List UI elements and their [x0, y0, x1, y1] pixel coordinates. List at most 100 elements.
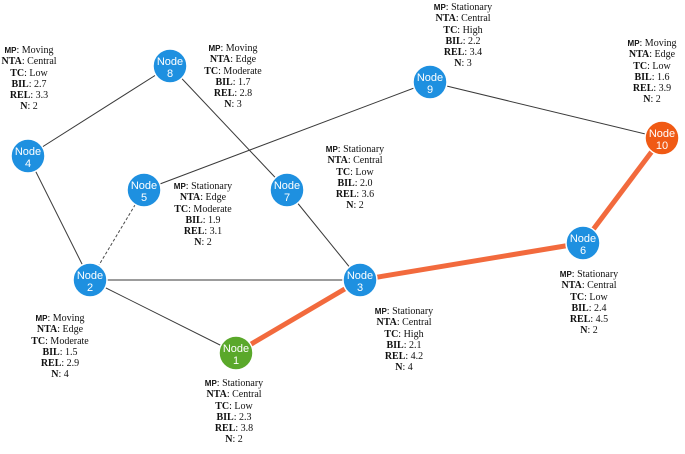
info-row-rel: REL: 3.6: [335, 189, 375, 201]
info-row-mp: MP: Stationary: [559, 269, 619, 280]
info-row-n: N: 2: [20, 101, 38, 113]
node-label-word: Node: [347, 270, 373, 282]
info-row-n: N: 2: [194, 237, 212, 249]
info-row-tc: TC: Low: [570, 291, 608, 303]
info-row-n: N: 3: [224, 99, 242, 111]
node-circle: [218, 335, 254, 371]
info-row-n: N: 2: [580, 325, 598, 337]
node-label-word: Node: [77, 270, 103, 282]
info-row-tc: TC: Low: [215, 400, 253, 412]
edge-8-7: [169, 65, 288, 191]
info-row-bil: BIL: 1.6: [634, 71, 670, 83]
node-label-word: Node: [570, 233, 596, 245]
node-label-number: 7: [284, 192, 290, 204]
info-row-nta: NTA: Central: [1, 56, 57, 68]
info-row-rel: REL: 3.3: [9, 90, 49, 102]
info-row-nta: NTA: Central: [561, 280, 617, 292]
info-row-tc: TC: Low: [633, 60, 671, 72]
info-row-nta: NTA: Edge: [628, 49, 676, 61]
info-row-rel: REL: 3.1: [183, 226, 223, 238]
node-label-number: 3: [357, 282, 363, 294]
node-label-number: 5: [141, 192, 147, 204]
info-row-n: N: 2: [225, 434, 243, 446]
node-label-number: 4: [25, 158, 31, 170]
info-row-nta: NTA: Edge: [36, 324, 84, 336]
info-row-rel: REL: 3.8: [214, 423, 254, 435]
edge-5-9: [143, 81, 431, 191]
node-label-word: Node: [417, 72, 443, 84]
info-row-nta: NTA: Central: [327, 155, 383, 167]
node-circle: [126, 172, 162, 208]
node-circle: [269, 172, 305, 208]
info-row-tc: TC: Moderate: [31, 335, 89, 347]
info-row-nta: NTA: Central: [435, 13, 491, 25]
info-row-bil: BIL: 1.5: [42, 346, 78, 358]
info-row-mp: MP: Moving: [35, 313, 85, 324]
info-row-nta: NTA: Edge: [179, 192, 227, 204]
info-row-bil: BIL: 2.4: [571, 302, 607, 314]
info-row-rel: REL: 2.8: [213, 88, 253, 100]
nodes-layer: Node1Node2Node3Node4Node5Node6Node7Node8…: [10, 48, 680, 371]
node-label-number: 2: [87, 282, 93, 294]
node-label-word: Node: [131, 180, 157, 192]
info-row-mp: MP: Moving: [208, 43, 258, 54]
info-row-nta: NTA: Edge: [209, 54, 257, 66]
node-label-word: Node: [223, 343, 249, 355]
edge-1-2: [89, 279, 237, 354]
node-circle: [565, 225, 601, 261]
info-row-bil: BIL: 2.1: [386, 339, 422, 351]
info-row-rel: REL: 4.5: [569, 314, 609, 326]
node-circle: [644, 120, 680, 156]
info-row-n: N: 4: [395, 362, 413, 374]
node-circle: [412, 64, 448, 100]
info-row-tc: TC: High: [443, 24, 483, 36]
info-row-bil: BIL: 1.7: [215, 76, 251, 88]
info-row-n: N: 2: [346, 200, 364, 212]
info-row-rel: REL: 3.4: [443, 47, 483, 59]
info-row-mp: MP: Moving: [4, 45, 54, 56]
edge-6-10: [580, 135, 665, 246]
edge-1-3: [233, 277, 363, 356]
info-row-nta: NTA: Central: [376, 317, 432, 329]
info-row-tc: TC: Low: [10, 67, 48, 79]
edge-3-6: [357, 240, 586, 283]
info-row-tc: TC: Moderate: [174, 203, 232, 215]
info-row-n: N: 3: [454, 58, 472, 70]
info-row-n: N: 2: [643, 94, 661, 106]
node-label-number: 8: [167, 68, 173, 80]
node-label-word: Node: [274, 180, 300, 192]
info-row-mp: MP: Stationary: [173, 181, 233, 192]
info-row-mp: MP: Stationary: [325, 144, 385, 155]
info-row-bil: BIL: 1.9: [185, 214, 221, 226]
info-row-nta: NTA: Central: [206, 389, 262, 401]
node-circle: [152, 48, 188, 84]
info-row-tc: TC: Low: [336, 166, 374, 178]
info-row-n: N: 4: [51, 369, 69, 381]
info-row-bil: BIL: 2.7: [11, 78, 47, 90]
info-row-bil: BIL: 2.3: [216, 411, 252, 423]
node-label-word: Node: [157, 56, 183, 68]
edge-2-4: [27, 155, 91, 281]
edge-9-10: [429, 81, 663, 139]
node-label-word: Node: [649, 128, 675, 140]
info-row-rel: REL: 2.9: [40, 358, 80, 370]
edge-4-8: [27, 65, 171, 157]
